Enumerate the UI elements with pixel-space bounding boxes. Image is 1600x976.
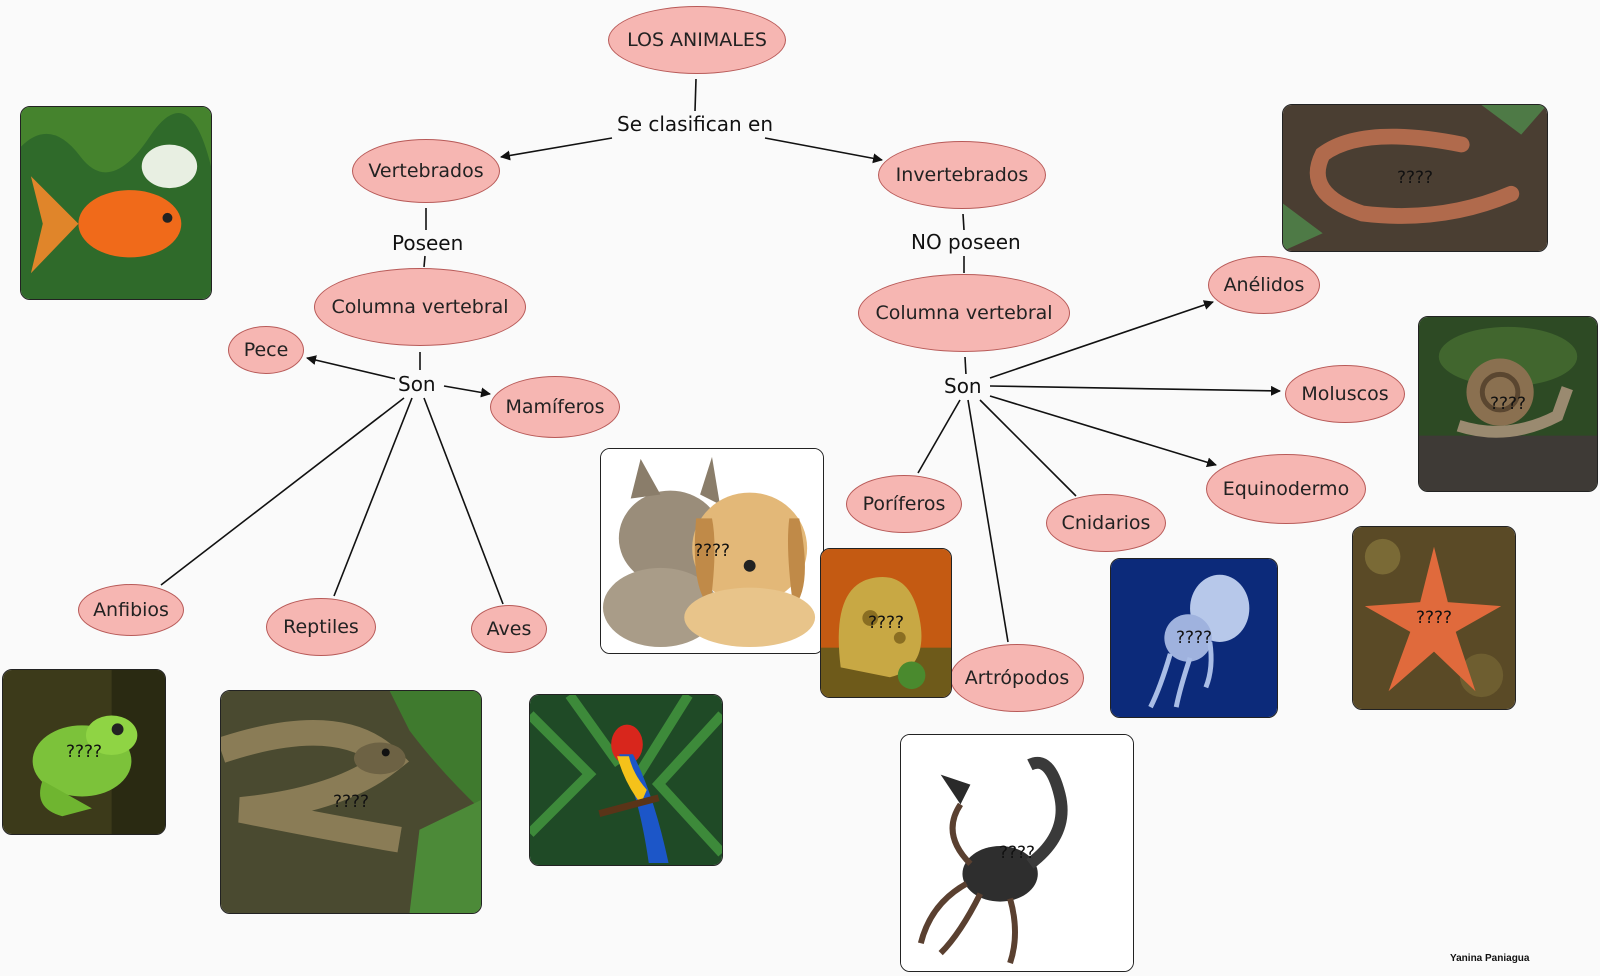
goldfish-image (20, 106, 212, 300)
group-node-poriferos[interactable]: Poríferos (846, 475, 962, 533)
image-placeholder-text: ???? (1175, 628, 1213, 648)
image-placeholder-text: ???? (1415, 608, 1453, 628)
parrot-image (529, 694, 723, 866)
root-node[interactable]: LOS ANIMALES (608, 6, 786, 74)
snake-image: ???? (220, 690, 482, 914)
group-node-anelidos[interactable]: Anélidos (1208, 256, 1320, 314)
group-node-reptiles[interactable]: Reptiles (266, 598, 376, 656)
scorpion-image: ???? (900, 734, 1134, 972)
group-node-artropodos[interactable]: Artrópodos (950, 644, 1084, 712)
cat-and-puppy-image: ???? (600, 448, 824, 654)
earthworm-image: ???? (1282, 104, 1548, 252)
group-node-mamiferos[interactable]: Mamíferos (490, 376, 620, 438)
image-placeholder-text: ???? (65, 742, 103, 762)
link-label-no-poseen: NO poseen (908, 230, 1024, 254)
group-node-cnidarios[interactable]: Cnidarios (1046, 494, 1166, 552)
image-placeholder-text: ???? (867, 613, 905, 633)
invertebrados-columna-node[interactable]: Columna vertebral (858, 274, 1070, 352)
vertebrados-node[interactable]: Vertebrados (352, 139, 500, 203)
link-label-son-vertebrados: Son (395, 372, 439, 396)
sponge-image: ???? (820, 548, 952, 698)
image-placeholder-text: ???? (998, 843, 1036, 863)
image-placeholder-text: ???? (1396, 168, 1434, 188)
group-node-equinodermo[interactable]: Equinodermo (1206, 454, 1366, 524)
link-label-poseen: Poseen (389, 231, 467, 255)
image-placeholder-text: ???? (332, 792, 370, 812)
invertebrados-node[interactable]: Invertebrados (878, 141, 1046, 209)
starfish-image: ???? (1352, 526, 1516, 710)
frog-image: ???? (2, 669, 166, 835)
image-placeholder-text: ???? (693, 541, 731, 561)
group-node-moluscos[interactable]: Moluscos (1285, 365, 1405, 423)
jellyfish-image: ???? (1110, 558, 1278, 718)
image-placeholder-text: ???? (1489, 394, 1527, 414)
link-label-son-invertebrados: Son (941, 374, 985, 398)
snail-image: ???? (1418, 316, 1598, 492)
link-label-se-clasifican-en: Se clasifican en (614, 112, 777, 136)
group-node-anfibios[interactable]: Anfibios (78, 584, 184, 636)
group-node-pece[interactable]: Pece (228, 326, 304, 374)
group-node-aves[interactable]: Aves (471, 605, 547, 653)
vertebrados-columna-node[interactable]: Columna vertebral (314, 268, 526, 346)
author-credit: Yanina Paniagua (1450, 953, 1530, 964)
